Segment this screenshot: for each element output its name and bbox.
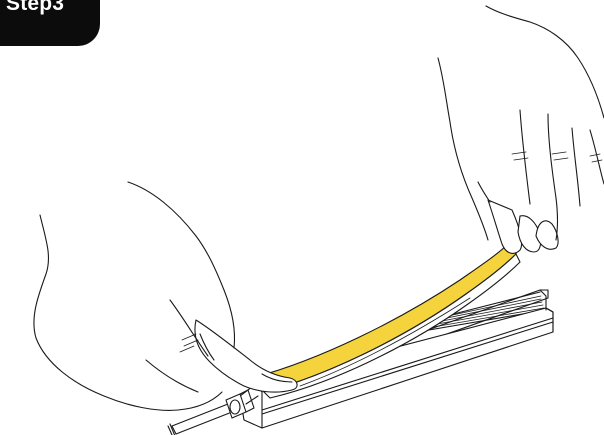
cable-icon	[168, 404, 232, 435]
left-hand-icon	[34, 182, 297, 410]
right-hand-icon	[438, 6, 604, 253]
aluminum-channel-icon	[240, 290, 553, 428]
